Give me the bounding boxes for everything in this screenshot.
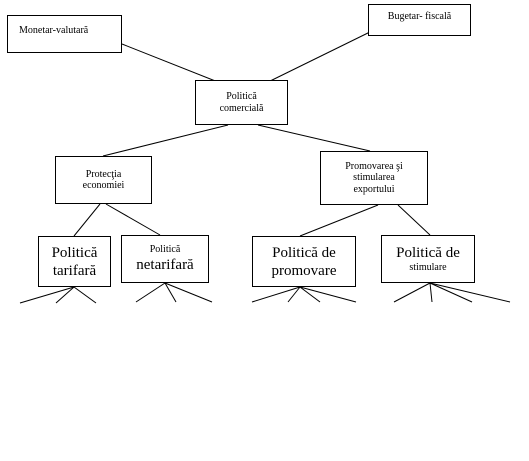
node-label-line: stimularea bbox=[353, 172, 395, 184]
connector-protectia-to-tarifara bbox=[73, 203, 101, 237]
node-label-line: promovare bbox=[271, 262, 337, 279]
node-label-line: netarifară bbox=[136, 257, 194, 273]
node-label-line: Politică bbox=[51, 244, 98, 261]
fan-line-stimulare-2 bbox=[429, 282, 433, 303]
node-politica-netarifara: Politică netarifară bbox=[121, 235, 209, 283]
node-label-line: Politică bbox=[226, 91, 257, 102]
connector-promovarea-to-promovare bbox=[299, 204, 379, 237]
node-label-line: Politică de bbox=[396, 245, 460, 261]
node-politica-de-promovare: Politică de promovare bbox=[252, 236, 356, 287]
node-politica-de-stimulare: Politică de stimulare bbox=[381, 235, 475, 283]
node-bugetar-fiscala: Bugetar- fiscală bbox=[368, 4, 471, 36]
fan-line-stimulare-3 bbox=[429, 282, 473, 303]
connector-promovarea-to-stimulare bbox=[397, 204, 431, 236]
connector-bugetar-to-comerciala bbox=[261, 29, 375, 86]
fan-line-netarifara-1 bbox=[135, 282, 166, 303]
fan-line-tarifara-1 bbox=[19, 286, 75, 304]
fan-line-netarifara-3 bbox=[164, 282, 213, 303]
node-politica-tarifara: Politică tarifară bbox=[38, 236, 111, 287]
fan-line-stimulare-1 bbox=[393, 282, 431, 303]
node-promovarea-exportului: Promovarea şi stimularea exportului bbox=[320, 151, 428, 205]
fan-line-stimulare-4 bbox=[429, 282, 511, 303]
fan-line-promovare-3 bbox=[299, 286, 321, 303]
node-label-line: Protecţia bbox=[85, 168, 122, 180]
connector-comerciala-to-protectia bbox=[102, 124, 229, 157]
fan-line-tarifara-3 bbox=[73, 286, 97, 304]
connector-protectia-to-netarifara bbox=[105, 203, 161, 236]
fan-line-promovare-2 bbox=[287, 286, 301, 303]
node-label-line: stimulare bbox=[409, 262, 447, 273]
node-label-line: economiei bbox=[82, 180, 125, 191]
fan-line-netarifara-2 bbox=[164, 282, 177, 303]
fan-line-promovare-1 bbox=[251, 286, 301, 303]
fan-line-tarifara-2 bbox=[55, 286, 75, 304]
fan-line-promovare-4 bbox=[299, 286, 357, 303]
node-label-line: Promovarea şi bbox=[345, 160, 403, 172]
node-protectia-economiei: Protecţia economiei bbox=[55, 156, 152, 204]
connector-monetar-to-comerciala bbox=[121, 43, 229, 87]
node-label-line: Politică de bbox=[272, 244, 336, 261]
node-label-line: exportului bbox=[353, 183, 395, 195]
node-monetar-valutara: Monetar-valutară bbox=[7, 15, 122, 53]
node-politica-comerciala: Politică comercială bbox=[195, 80, 288, 125]
node-label-line: comercială bbox=[219, 102, 264, 114]
node-label: Monetar-valutară bbox=[19, 25, 89, 36]
connector-comerciala-to-promovarea bbox=[257, 124, 371, 152]
node-label-line: tarifară bbox=[52, 262, 97, 279]
node-label-line: Politică bbox=[149, 244, 181, 255]
node-label: Bugetar- fiscală bbox=[387, 11, 452, 22]
